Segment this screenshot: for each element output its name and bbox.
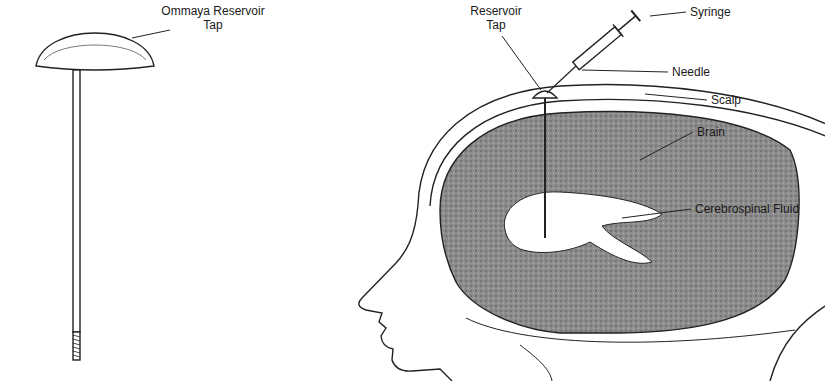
part-label: Needle bbox=[672, 65, 710, 79]
reservoir-dome bbox=[36, 33, 154, 70]
part-label: Brain bbox=[697, 125, 725, 139]
leader-lines bbox=[502, 12, 707, 218]
part-label: Reservoir Tap bbox=[464, 4, 528, 32]
skull-base bbox=[466, 318, 795, 342]
face-profile bbox=[359, 205, 452, 381]
catheter-holes bbox=[73, 335, 80, 357]
thread-stroke bbox=[73, 351, 80, 353]
neck-front bbox=[520, 345, 552, 381]
needle bbox=[547, 66, 576, 93]
dome-highlight bbox=[44, 45, 146, 60]
leader-line bbox=[645, 94, 707, 100]
reservoir-device bbox=[36, 33, 154, 360]
catheter-stem bbox=[73, 70, 80, 332]
thread-stroke bbox=[73, 339, 80, 341]
thread-stroke bbox=[73, 355, 80, 357]
neck-back bbox=[770, 300, 825, 381]
thread-stroke bbox=[73, 343, 80, 345]
thread-stroke bbox=[73, 335, 80, 337]
leader-line bbox=[640, 132, 693, 160]
leader-line bbox=[650, 12, 686, 16]
ventricle bbox=[504, 192, 662, 263]
head-illustration bbox=[359, 10, 825, 381]
catheter-tip bbox=[73, 332, 80, 360]
leader-line bbox=[582, 70, 668, 72]
part-label: Cerebrospinal Fluid bbox=[695, 202, 799, 216]
leader-line bbox=[132, 30, 170, 38]
catheter bbox=[544, 98, 546, 238]
thread-stroke bbox=[73, 347, 80, 349]
reservoir-tap bbox=[533, 91, 557, 98]
syringe bbox=[571, 10, 641, 72]
leader-line bbox=[622, 209, 691, 218]
leader-line bbox=[502, 36, 541, 90]
part-label: Scalp bbox=[711, 93, 741, 107]
part-label: Ommaya Reservoir Tap bbox=[158, 4, 268, 32]
part-label: Syringe bbox=[690, 5, 731, 19]
brain bbox=[440, 112, 799, 333]
